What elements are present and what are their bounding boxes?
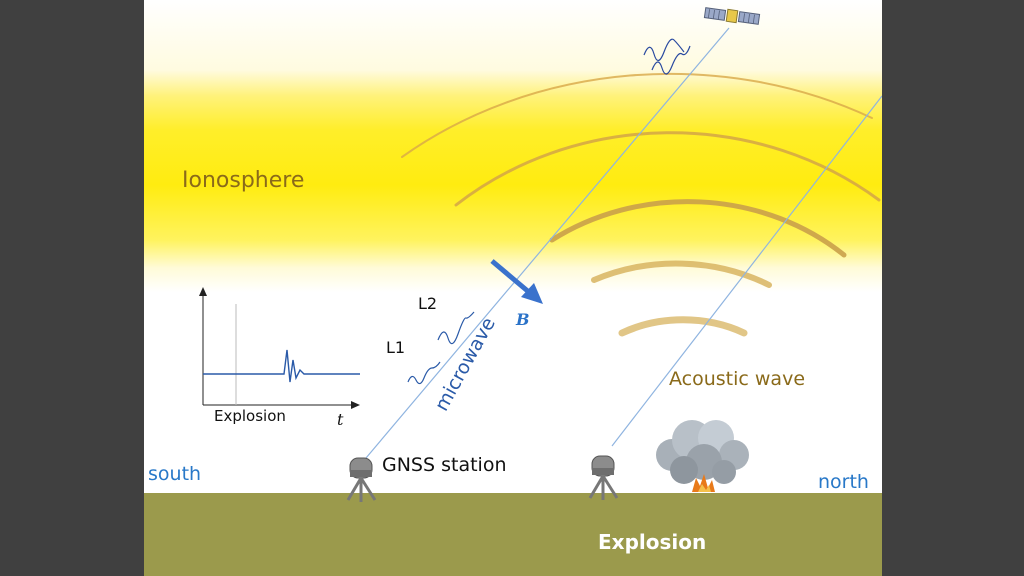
inset-plot xyxy=(199,287,360,409)
ionosphere-label: Ionosphere xyxy=(182,168,305,193)
gnss-receiver-icon xyxy=(346,457,377,502)
satellite-wave-1 xyxy=(643,38,685,62)
south-label: south xyxy=(148,463,202,485)
b-field-label: B xyxy=(516,310,530,329)
gnss-station-label: GNSS station xyxy=(382,454,507,476)
l2-label: L2 xyxy=(418,294,438,313)
acoustic-wave-label: Acoustic wave xyxy=(669,368,806,390)
ground xyxy=(144,493,882,576)
signal-line-right xyxy=(611,95,882,447)
l2-wave xyxy=(437,311,475,345)
north-label: north xyxy=(818,471,869,493)
explosion-ground-label: Explosion xyxy=(598,530,707,554)
explosion-cloud-icon xyxy=(656,420,749,492)
acoustic-wave-arcs xyxy=(401,72,881,337)
l1-label: L1 xyxy=(386,338,406,357)
b-field-arrow xyxy=(490,259,543,304)
diagram-slide: Ionosphere Acoustic wave south north GNS… xyxy=(144,0,882,576)
gnss-receiver-icon xyxy=(588,455,619,500)
inset-time-axis-label: t xyxy=(337,410,344,429)
l1-wave xyxy=(407,361,441,385)
diagram-scene xyxy=(199,7,882,502)
signal-line-left xyxy=(365,27,730,459)
inset-signal-trace xyxy=(203,349,360,383)
satellite-wave-2 xyxy=(651,45,691,75)
satellite-icon xyxy=(703,7,761,25)
inset-explosion-label: Explosion xyxy=(214,407,286,425)
